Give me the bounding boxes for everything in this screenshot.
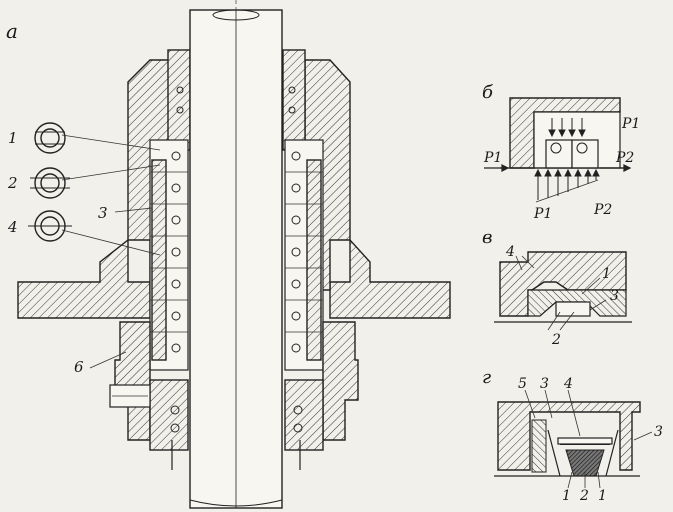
main-assembly xyxy=(17,0,451,509)
detail-b-p1-bottom: P1 xyxy=(533,206,552,222)
detail-g-part-3b: 3 xyxy=(654,424,663,440)
main-label: а xyxy=(6,19,18,43)
detail-g-part-1a: 1 xyxy=(562,488,571,504)
ring-symbols xyxy=(28,122,72,242)
detail-b-p2-right: P2 xyxy=(615,150,634,166)
detail-g-part-2: 2 xyxy=(579,488,589,504)
detail-v-label: в xyxy=(482,227,492,248)
detail-b-p1-left: P1 xyxy=(483,150,502,166)
detail-v xyxy=(494,251,632,331)
detail-g-part-4: 4 xyxy=(563,376,573,392)
detail-g-part-5: 5 xyxy=(518,376,527,392)
detail-v-part-4: 4 xyxy=(505,244,515,260)
detail-b-p2-bottom: P2 xyxy=(593,202,612,218)
detail-b-label: б xyxy=(482,82,494,103)
detail-g xyxy=(494,389,653,489)
seal-stack-right xyxy=(284,86,324,371)
detail-g-part-1b: 1 xyxy=(598,488,607,504)
detail-b xyxy=(484,97,632,203)
assembly-callout-3: 3 xyxy=(98,204,108,222)
detail-v-part-3: 3 xyxy=(610,288,619,304)
ring-callout-2: 2 xyxy=(7,174,18,192)
detail-v-part-2: 2 xyxy=(551,332,561,348)
ring-callout-1: 1 xyxy=(8,129,18,147)
assembly-callout-6: 6 xyxy=(74,358,84,376)
ring-callout-4: 4 xyxy=(7,218,18,236)
detail-v-part-1: 1 xyxy=(602,266,611,282)
detail-b-p1-top: P1 xyxy=(621,116,640,132)
detail-g-part-3a: 3 xyxy=(540,376,549,392)
seal-stack-left xyxy=(149,86,189,371)
detail-g-label: г xyxy=(482,367,491,388)
